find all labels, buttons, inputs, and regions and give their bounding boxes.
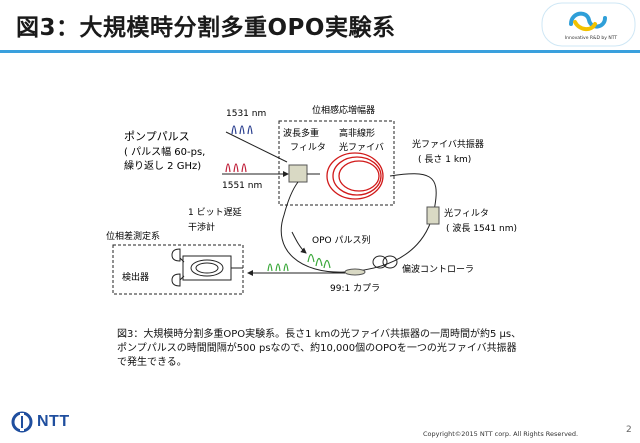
label-detector: 検出器 xyxy=(122,271,149,283)
label-pump-rep: 繰り返し 2 GHz) xyxy=(124,159,201,172)
pump-pulses-1531 xyxy=(231,125,253,135)
label-filter: 光フィルタ xyxy=(444,207,489,219)
ntt-logo-icon xyxy=(11,411,33,433)
opo-pulses-output xyxy=(267,263,289,272)
caption-line-3: で発生できる。 xyxy=(117,357,187,368)
caption-line-1: 図3：大規模時分割多重OPO実験系。長さ1 kmの光ファイバ共振器の一周時間が約… xyxy=(117,329,522,340)
label-wdm-2: フィルタ xyxy=(290,142,326,153)
label-1551: 1551 nm xyxy=(222,181,262,191)
delay-interferometer xyxy=(182,255,232,281)
coupler xyxy=(344,268,366,276)
page-number: 2 xyxy=(626,425,632,435)
hnlf-coil xyxy=(326,152,384,200)
label-wdm-1: 波長多重 xyxy=(283,127,319,139)
ntt-logo: NTT xyxy=(11,411,70,433)
label-1531: 1531 nm xyxy=(226,109,266,119)
logo-tagline: Innovative R&D by NTT xyxy=(564,36,618,41)
label-cavity: 光ファイバ共振器 xyxy=(412,138,484,150)
label-pump-title: ポンプパルス xyxy=(124,130,190,143)
phase-meas-dashed-box xyxy=(112,244,244,295)
fiber-ring xyxy=(280,173,437,273)
figure-caption: 図3：大規模時分割多重OPO実験系。長さ1 kmの光ファイバ共振器の一周時間が約… xyxy=(117,328,587,370)
wdm-filter xyxy=(288,164,308,183)
optical-filter xyxy=(426,206,440,225)
psa-dashed-box xyxy=(278,120,395,206)
copyright: Copyright©2015 NTT corp. All Rights Rese… xyxy=(423,430,579,438)
slide-title: 図3：大規模時分割多重OPO実験系 xyxy=(16,15,396,41)
pump-pulses-1551 xyxy=(225,163,247,173)
label-phase-meas: 位相差測定系 xyxy=(106,230,160,242)
label-hnlf-2: 光ファイバ xyxy=(339,141,384,153)
label-pol-ctrl: 偏波コントローラ xyxy=(402,263,474,275)
title-divider xyxy=(0,50,640,53)
label-cavity-length: ( 長さ 1 km) xyxy=(418,154,471,165)
opo-pulses-in-ring xyxy=(307,253,331,269)
label-opo-train: OPO パルス列 xyxy=(312,234,370,246)
label-coupler: 99:1 カプラ xyxy=(330,283,380,294)
polarization-controller xyxy=(372,255,398,269)
label-delay: 1 ビット遅延 xyxy=(188,206,242,218)
label-psa: 位相感応増幅器 xyxy=(312,104,375,116)
caption-line-2: ポンプパルスの時間間隔が500 psなので、約10,000個のOPOを一つの光フ… xyxy=(117,343,517,354)
label-interferometer: 干渉計 xyxy=(188,221,215,233)
pump-1531-path xyxy=(225,131,288,163)
label-pump-width: ( パルス幅 60-ps, xyxy=(124,145,205,158)
ntt-logo-text: NTT xyxy=(37,413,70,430)
label-hnlf-1: 高非線形 xyxy=(339,127,375,139)
label-filter-wl: ( 波長 1541 nm) xyxy=(446,222,517,234)
opo-direction-arrow xyxy=(291,231,307,254)
ntt-rd-logo xyxy=(541,2,636,47)
detector-icons xyxy=(171,248,185,287)
